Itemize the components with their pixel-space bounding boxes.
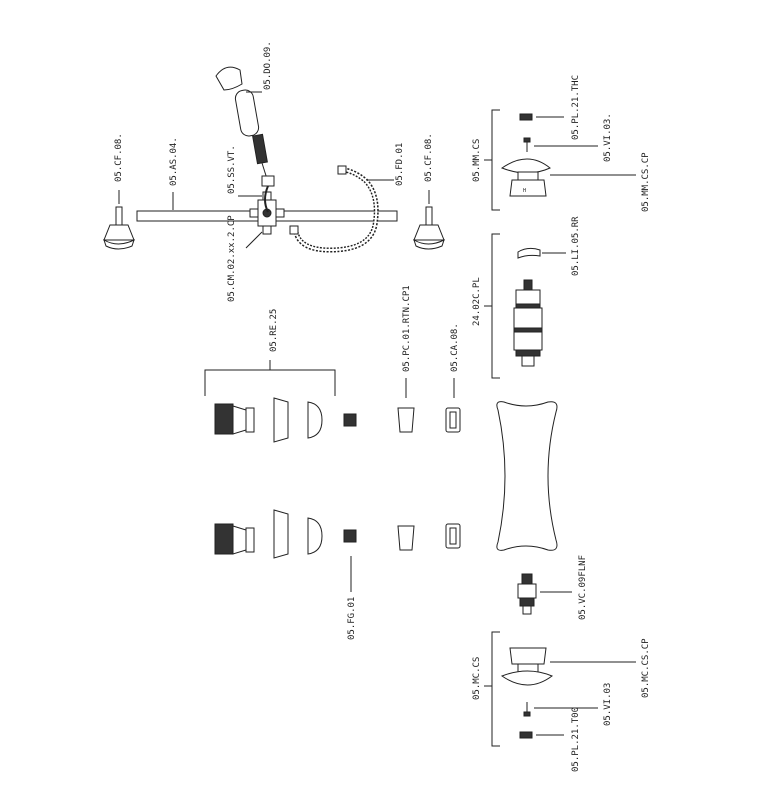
label-05-pl-21-thc: 05.PL.21.THC bbox=[571, 75, 581, 140]
cartridge-group: 24.02C.PL 05.LI.05.RR bbox=[472, 216, 581, 379]
label-05-mm-cs: 05.MM.CS bbox=[472, 139, 482, 182]
label-05-vi-03-top: 05.VI.03. bbox=[603, 113, 613, 162]
label-05-as-04: 05.AS.04. bbox=[169, 137, 179, 186]
cross-handle-top: H bbox=[500, 158, 551, 197]
slider-holder bbox=[249, 191, 285, 235]
label-05-pl-21-t00: 05.PL.21.T00 bbox=[571, 707, 581, 772]
label-05-fd-01: 05.FD.01 bbox=[395, 143, 405, 186]
label-05-do-09: 05.DO.09. bbox=[263, 41, 273, 90]
label-05-re-25: 05.RE.25 bbox=[269, 309, 279, 352]
lever-clip bbox=[517, 247, 541, 259]
cross-handle-bottom bbox=[500, 647, 554, 686]
label-05-pc-01-rtn-cp1: 05.PC.01.RTN.CP1 bbox=[402, 285, 412, 372]
handle-group-top: 05.MM.CS 05.PL.21.THC 05.VI.03. H 05.MM.… bbox=[472, 75, 651, 212]
reducer-row-lower bbox=[214, 509, 461, 559]
label-05-vi-03-bottom: 05.VI.03 bbox=[603, 683, 613, 726]
label-05-ss-vt: 05.SS.VT. bbox=[227, 145, 237, 194]
label-24-02c-pl: 24.02C.PL bbox=[472, 277, 482, 326]
label-05-mc-cs-cp: 05.MC.CS.CP bbox=[641, 638, 651, 698]
handle-group-bottom: 05.MC.CS 05.MC.CS.CP 05.VI.03 05.PL.21.T… bbox=[472, 631, 651, 772]
thermostatic-cartridge bbox=[513, 279, 543, 367]
slide-rail-assembly: 05.CF.08. 05.AS.04. 05.SS.VT. 05.DO.09. … bbox=[103, 41, 445, 302]
label-05-cm-02-xx-2-cp: 05.CM.02.xx.2.CP bbox=[227, 215, 237, 302]
label-05-mm-cs-cp: 05.MM.CS.CP bbox=[641, 152, 651, 212]
reducer-group: 05.RE.25 05.PC.01.RTN.CP1 05.CA.08. bbox=[204, 285, 558, 640]
screw-bottom bbox=[523, 702, 531, 717]
hand-shower bbox=[215, 66, 275, 187]
handle-cap bbox=[519, 113, 533, 121]
label-05-vc-09flnf: 05.VC.09FLNF bbox=[578, 555, 588, 620]
handle-cap-bottom bbox=[519, 731, 533, 739]
label-05-mc-cs: 05.MC.CS bbox=[472, 657, 482, 700]
label-05-ca-08: 05.CA.08. bbox=[450, 323, 460, 372]
label-05-cf-08-right: 05.CF.08. bbox=[424, 133, 434, 182]
shower-hose bbox=[264, 165, 379, 253]
screw-top bbox=[523, 137, 531, 152]
svg-text:H: H bbox=[523, 188, 526, 194]
wall-flange-right bbox=[413, 206, 445, 250]
diverter-valve: 05.VC.09FLNF bbox=[517, 555, 588, 620]
label-05-cf-08-left: 05.CF.08. bbox=[114, 133, 124, 182]
label-05-fg-01: 05.FG.01 bbox=[347, 597, 357, 640]
mixer-body bbox=[496, 401, 558, 551]
wall-flange-left bbox=[103, 206, 135, 250]
label-05-li-05-rr: 05.LI.05.RR bbox=[571, 216, 581, 276]
reducer-row-upper bbox=[214, 397, 461, 443]
